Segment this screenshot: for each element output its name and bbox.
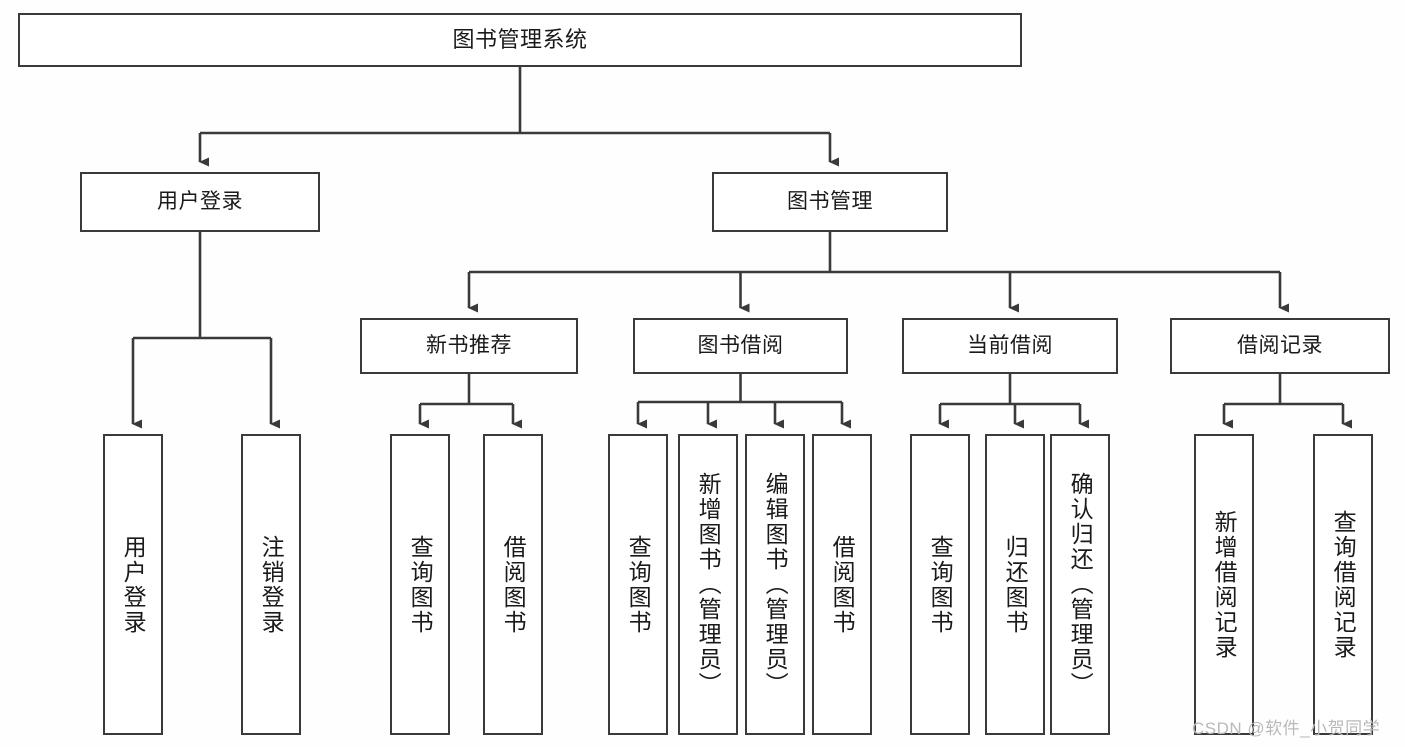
leaf-node-add-borrow-record-label: 新增借阅记录	[1211, 509, 1238, 660]
leaf-node-borrow-book-2[interactable]: 借阅图书	[812, 434, 872, 735]
leaf-node-confirm-return-admin[interactable]: 确认归还（管理员）	[1050, 434, 1110, 735]
leaf-node-add-book-admin[interactable]: 新增图书（管理员）	[678, 434, 738, 735]
node-user-login-label: 用户登录	[157, 190, 243, 214]
leaf-node-user-login[interactable]: 用户登录	[103, 434, 163, 735]
leaf-node-user-login-label: 用户登录	[120, 534, 147, 635]
node-current-borrow-label: 当前借阅	[967, 334, 1053, 358]
node-book-borrow[interactable]: 图书借阅	[633, 318, 848, 374]
node-current-borrow[interactable]: 当前借阅	[902, 318, 1118, 374]
leaf-node-return-book[interactable]: 归还图书	[985, 434, 1045, 735]
leaf-node-borrow-book-1[interactable]: 借阅图书	[483, 434, 543, 735]
node-book-manage-label: 图书管理	[787, 190, 873, 214]
node-root[interactable]: 图书管理系统	[18, 13, 1022, 67]
leaf-node-borrow-book-2-label: 借阅图书	[829, 534, 856, 635]
leaf-node-query-book-3-label: 查询图书	[927, 534, 954, 635]
node-new-book-recommend-label: 新书推荐	[426, 334, 512, 358]
leaf-node-query-book-1[interactable]: 查询图书	[390, 434, 450, 735]
leaf-node-return-book-label: 归还图书	[1002, 534, 1029, 635]
node-borrow-record[interactable]: 借阅记录	[1170, 318, 1390, 374]
leaf-node-query-book-2-label: 查询图书	[625, 534, 652, 635]
node-root-label: 图书管理系统	[452, 26, 588, 52]
leaf-node-query-borrow-record[interactable]: 查询借阅记录	[1313, 434, 1373, 735]
node-user-login[interactable]: 用户登录	[80, 172, 320, 232]
node-book-borrow-label: 图书借阅	[697, 334, 784, 358]
leaf-node-logout-label: 注销登录	[258, 534, 285, 635]
leaf-node-edit-book-admin[interactable]: 编辑图书（管理员）	[745, 434, 805, 735]
leaf-node-edit-book-admin-label: 编辑图书（管理员）	[762, 472, 789, 697]
leaf-node-add-book-admin-label: 新增图书（管理员）	[695, 472, 722, 697]
csdn-watermark: CSDN @软件_小贺同学	[1192, 719, 1381, 738]
leaf-node-query-book-2[interactable]: 查询图书	[608, 434, 668, 735]
leaf-node-borrow-book-1-label: 借阅图书	[500, 534, 527, 635]
leaf-node-query-book-3[interactable]: 查询图书	[910, 434, 970, 735]
node-borrow-record-label: 借阅记录	[1237, 334, 1323, 358]
node-new-book-recommend[interactable]: 新书推荐	[360, 318, 578, 374]
leaf-node-confirm-return-admin-label: 确认归还（管理员）	[1067, 472, 1094, 697]
leaf-node-query-borrow-record-label: 查询借阅记录	[1330, 509, 1357, 660]
leaf-node-query-book-1-label: 查询图书	[407, 534, 434, 635]
leaf-node-logout[interactable]: 注销登录	[241, 434, 301, 735]
leaf-node-add-borrow-record[interactable]: 新增借阅记录	[1194, 434, 1254, 735]
node-book-manage[interactable]: 图书管理	[712, 172, 948, 232]
